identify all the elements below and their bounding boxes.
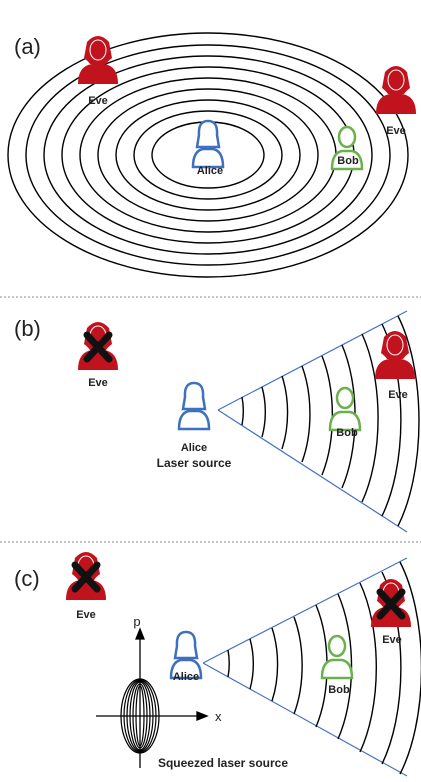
wavefront-arc	[337, 593, 353, 740]
eve-person-icon	[78, 36, 118, 84]
eve-person-icon	[371, 579, 411, 627]
alice-person-icon	[177, 381, 211, 431]
wavefront-arc	[321, 355, 334, 476]
panel-b-label: (b)	[14, 316, 41, 341]
wavefront-arc	[359, 582, 377, 753]
bob-label: Bob	[336, 427, 358, 439]
wavefront-ring	[25, 44, 391, 266]
laser-source-label: Laser source	[157, 456, 232, 470]
eve-label: Eve	[386, 125, 406, 137]
panel-a: (a) Eve Eve	[7, 32, 416, 278]
eve-person-icon	[66, 552, 106, 600]
wavefront-ring	[43, 55, 373, 255]
beam-edge-lower	[202, 662, 408, 777]
p-axis-label: p	[133, 614, 140, 629]
p-axis-arrow-icon	[135, 627, 145, 640]
wavefront-ring	[97, 88, 319, 222]
x-axis-label: x	[215, 709, 222, 724]
alice-label: Alice	[197, 165, 223, 177]
wavefront-arc	[241, 396, 244, 426]
wavefront-arc	[399, 561, 421, 775]
eve-person-icon	[376, 66, 416, 114]
cross-icon	[376, 588, 406, 620]
wavefront-arc	[249, 638, 254, 690]
wavefront-ring	[133, 110, 283, 200]
beam-edge-upper	[217, 310, 408, 411]
panel-c: (c) Eve	[14, 552, 421, 777]
bob-label: Bob	[337, 155, 359, 167]
cross-icon	[83, 331, 113, 363]
bob-person-icon	[330, 125, 364, 171]
panel-b: (b) Eve	[14, 310, 420, 533]
squeezed-state-ellipses	[120, 678, 160, 754]
wavefront-arc	[301, 365, 311, 463]
alice-label: Alice	[173, 671, 199, 683]
wavefront-arc	[227, 649, 230, 678]
bob-label: Bob	[328, 684, 350, 696]
x-axis-arrow-icon	[196, 711, 209, 721]
eve-label: Eve	[88, 377, 108, 389]
alice-label: Alice	[181, 442, 207, 454]
alice-person-icon	[169, 630, 203, 680]
panel-c-label: (c)	[14, 566, 40, 591]
bob-person-icon	[328, 386, 362, 432]
eve-label: Eve	[76, 609, 96, 621]
wavefront-arc	[271, 627, 279, 702]
bob-person-icon	[320, 634, 354, 680]
wavefront-arc	[281, 375, 289, 450]
wavefront-ring	[115, 99, 301, 211]
squeezed-source-label: Squeezed laser source	[158, 756, 288, 770]
eve-label: Eve	[388, 389, 408, 401]
wavefront-ring	[7, 32, 409, 278]
beam-edge-upper	[202, 557, 408, 664]
wavefront-arc	[361, 333, 379, 503]
eve-label: Eve	[88, 95, 108, 107]
eve-label: Eve	[382, 634, 402, 646]
beam-edge-lower	[217, 409, 408, 533]
eve-person-icon	[375, 331, 415, 379]
eve-person-icon	[78, 322, 118, 370]
wavefront-arc	[261, 386, 266, 438]
wavefront-arc	[293, 616, 303, 715]
wavefront-arc	[397, 315, 420, 527]
alice-person-icon	[191, 119, 225, 169]
panel-a-label: (a)	[14, 34, 41, 59]
cross-icon	[71, 561, 101, 593]
